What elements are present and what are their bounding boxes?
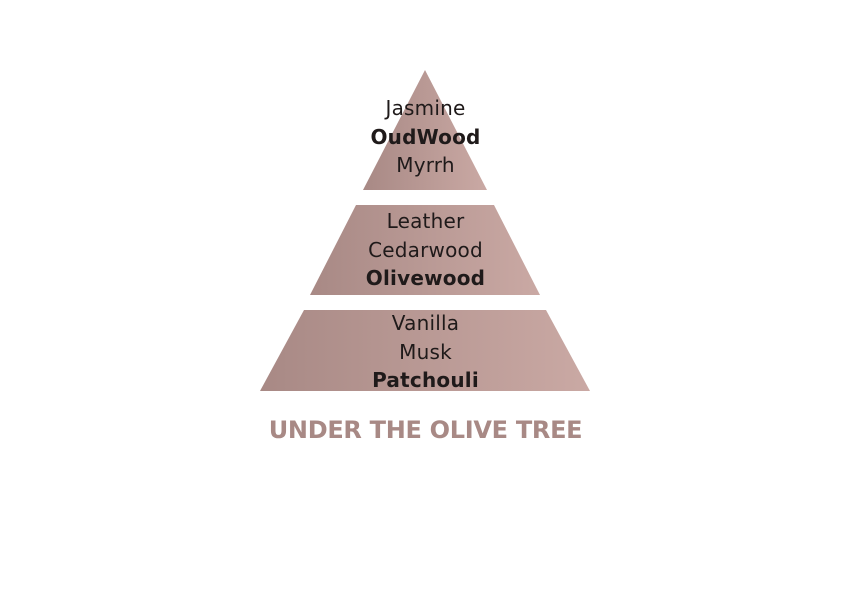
middle-note-1: Leather [386,209,465,233]
base-notes: Vanilla Musk Patchouli [0,309,851,395]
pyramid-tier-middle [310,205,540,295]
pyramid-tier-base [260,310,590,391]
base-note-2: Musk [399,339,452,364]
fragrance-name: UNDER THE OLIVE TREE [268,416,583,444]
base-note-1: Vanilla [391,311,460,335]
top-notes: Jasmine OudWood Myrrh [0,94,851,180]
middle-notes: Leather Cedarwood Olivewood [0,207,851,293]
pyramid-tier-top [363,70,487,190]
middle-note-3: Olivewood [365,266,486,290]
top-note-2: OudWood [370,124,481,149]
middle-note-2: Cedarwood [368,237,483,262]
base-note-3: Patchouli [372,368,479,392]
top-note-1: Jasmine [385,96,466,120]
top-note-3: Myrrh [396,153,455,177]
